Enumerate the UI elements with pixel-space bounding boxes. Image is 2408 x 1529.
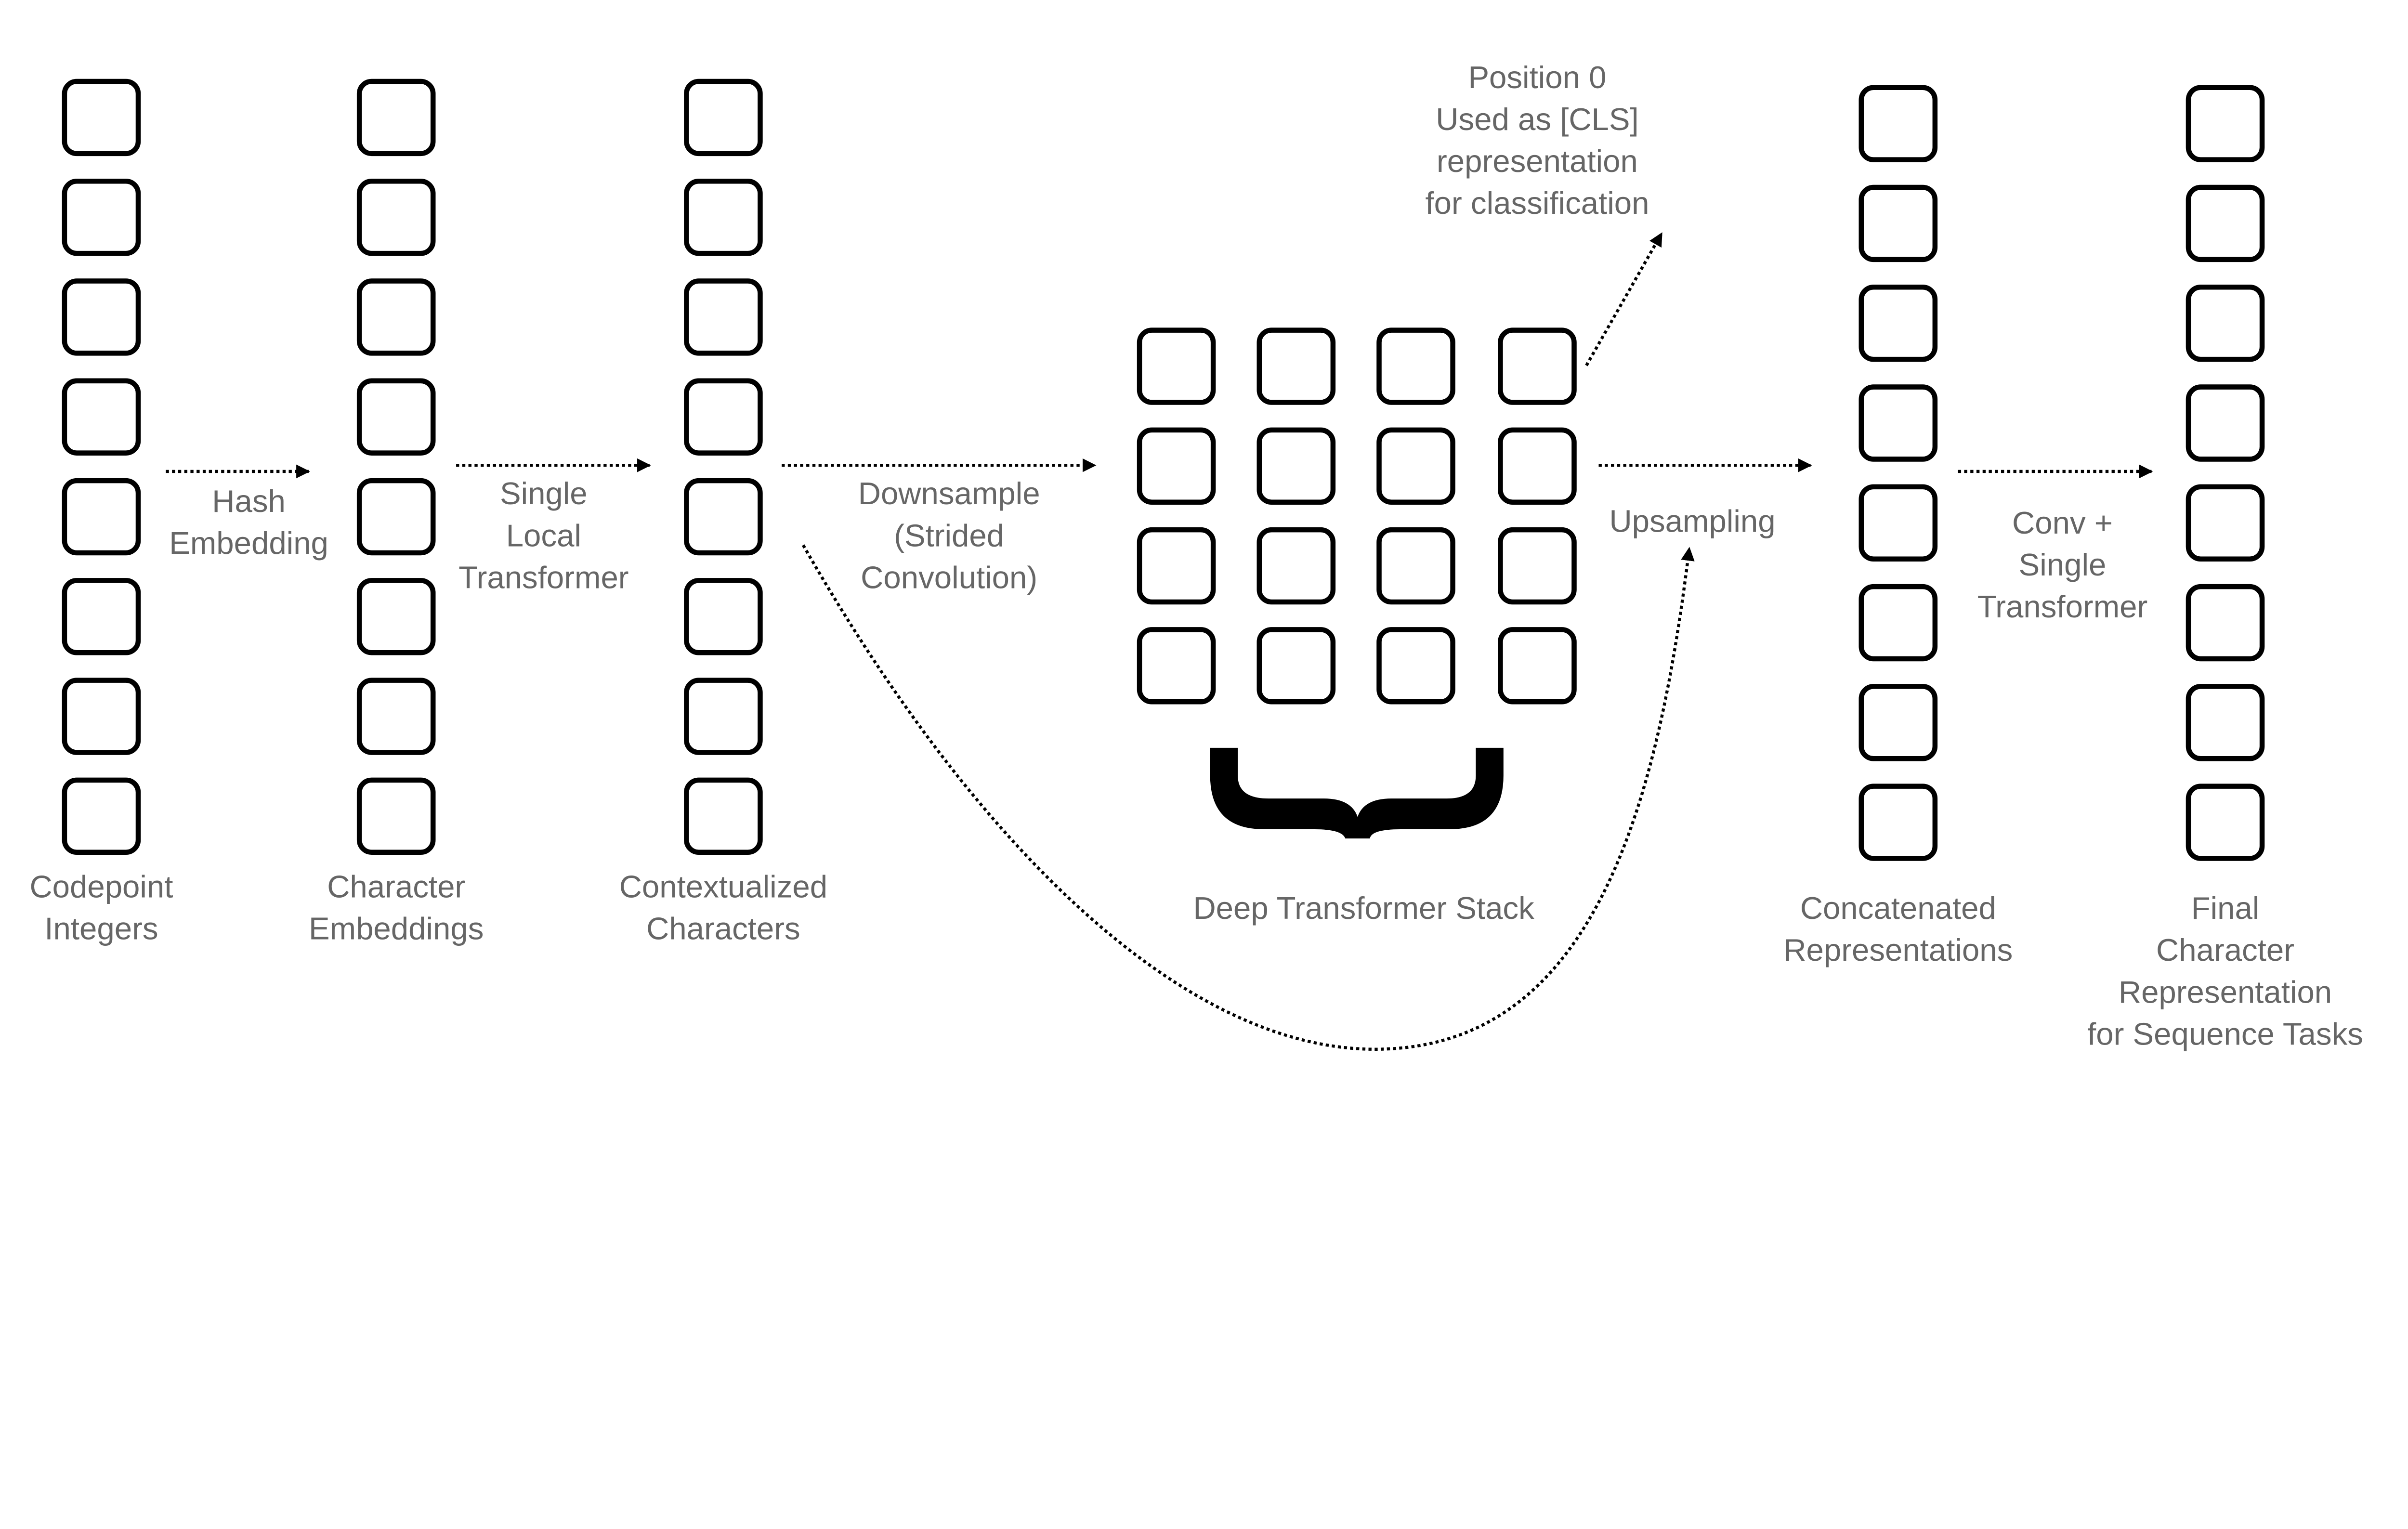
concat-cell (1858, 684, 1938, 761)
final-cell (2186, 484, 2265, 562)
codepoint-cell (62, 278, 141, 356)
contextual-cell (684, 179, 763, 256)
downsample-label: Downsample (858, 476, 1040, 511)
char-emb-cell (356, 578, 436, 655)
cls-label: representation (1437, 144, 1638, 179)
concat-cell (1858, 484, 1938, 562)
downsample-label: Convolution) (861, 560, 1037, 595)
transformer-stack-cell (1498, 427, 1577, 505)
char-emb-label: Character (327, 869, 465, 904)
transformer-stack-cell (1376, 327, 1455, 405)
char-emb-cell (356, 78, 436, 157)
codepoint-cell (62, 678, 141, 755)
canine-architecture-diagram: CodepointIntegersCharacterEmbeddingsCont… (29, 60, 2363, 1051)
char-emb-label: Embeddings (309, 911, 484, 946)
concat-cell (1858, 584, 1938, 662)
cls-arrow (1585, 232, 1663, 366)
contextual-cell (684, 478, 763, 556)
concat-cell (1858, 285, 1938, 362)
codepoint-cell (62, 478, 141, 556)
skip-connection-arrow (801, 544, 1695, 1051)
transformer-stack-cell (1256, 427, 1336, 505)
local-label: Single (500, 476, 588, 511)
contextual-cell (684, 777, 763, 855)
final-label: Final (2191, 890, 2260, 926)
final-cell (2186, 684, 2265, 761)
downsample-label: (Strided (894, 518, 1004, 553)
concat-cell (1858, 384, 1938, 462)
conv-label: Single (2019, 547, 2107, 582)
final-cell (2186, 384, 2265, 462)
conv-label: Conv + (2012, 505, 2113, 540)
char-emb-cell (356, 378, 436, 456)
conv-label: Transformer (1977, 589, 2147, 624)
transformer-stack-cell (1256, 527, 1336, 605)
hash-label: Embedding (169, 525, 328, 561)
concat-cell (1858, 784, 1938, 861)
transformer-stack-cell (1137, 327, 1216, 405)
contextual-cell (684, 378, 763, 456)
char-emb-cell (356, 278, 436, 356)
codepoint-cell (62, 777, 141, 855)
transformer-stack-cell (1376, 427, 1455, 505)
concat-label: Representations (1783, 932, 2013, 967)
final-cell (2186, 285, 2265, 362)
char-emb-cell (356, 678, 436, 755)
final-label: Character (2156, 932, 2294, 967)
final-cell (2186, 85, 2265, 162)
concat-cell (1858, 184, 1938, 262)
codepoint-cell (62, 378, 141, 456)
cls-label: for classification (1425, 185, 1649, 221)
transformer-stack-cell (1498, 527, 1577, 605)
final-cell (2186, 184, 2265, 262)
transformer-stack-cell (1137, 427, 1216, 505)
transformer-stack-cell (1498, 627, 1577, 705)
char-emb-cell (356, 777, 436, 855)
transformer-stack-cell (1137, 627, 1216, 705)
transformer-stack-cell (1256, 627, 1336, 705)
contextual-cell (684, 578, 763, 655)
concat-label: Concatenated (1800, 890, 1996, 926)
concat-cell (1858, 85, 1938, 162)
final-cell (2186, 784, 2265, 861)
final-label: Representation (2119, 974, 2332, 1009)
char-emb-cell (356, 179, 436, 256)
transformer-stack-label: Deep Transformer Stack (1193, 890, 1534, 926)
transformer-stack-cell (1376, 627, 1455, 705)
cls-label: Position 0 (1468, 60, 1606, 95)
local-label: Transformer (458, 560, 628, 595)
final-cell (2186, 584, 2265, 662)
upsample-label: Upsampling (1609, 504, 1775, 539)
final-label: for Sequence Tasks (2087, 1016, 2363, 1051)
codepoint-cell (62, 578, 141, 655)
contextual-label: Characters (646, 911, 800, 946)
hash-label: Hash (212, 484, 286, 519)
local-label: Local (506, 518, 581, 553)
contextual-cell (684, 278, 763, 356)
transformer-stack-cell (1256, 327, 1336, 405)
char-emb-cell (356, 478, 436, 556)
contextual-cell (684, 678, 763, 755)
codepoint-label: Integers (44, 911, 158, 946)
cls-label: Used as [CLS] (1436, 102, 1638, 137)
codepoint-cell (62, 78, 141, 157)
contextual-label: Contextualized (619, 869, 827, 904)
transformer-stack-cell (1498, 327, 1577, 405)
transformer-stack-cell (1376, 527, 1455, 605)
contextual-cell (684, 78, 763, 157)
curly-brace (1210, 747, 1504, 839)
codepoint-cell (62, 179, 141, 256)
transformer-stack-cell (1137, 527, 1216, 605)
codepoint-label: Codepoint (29, 869, 173, 904)
